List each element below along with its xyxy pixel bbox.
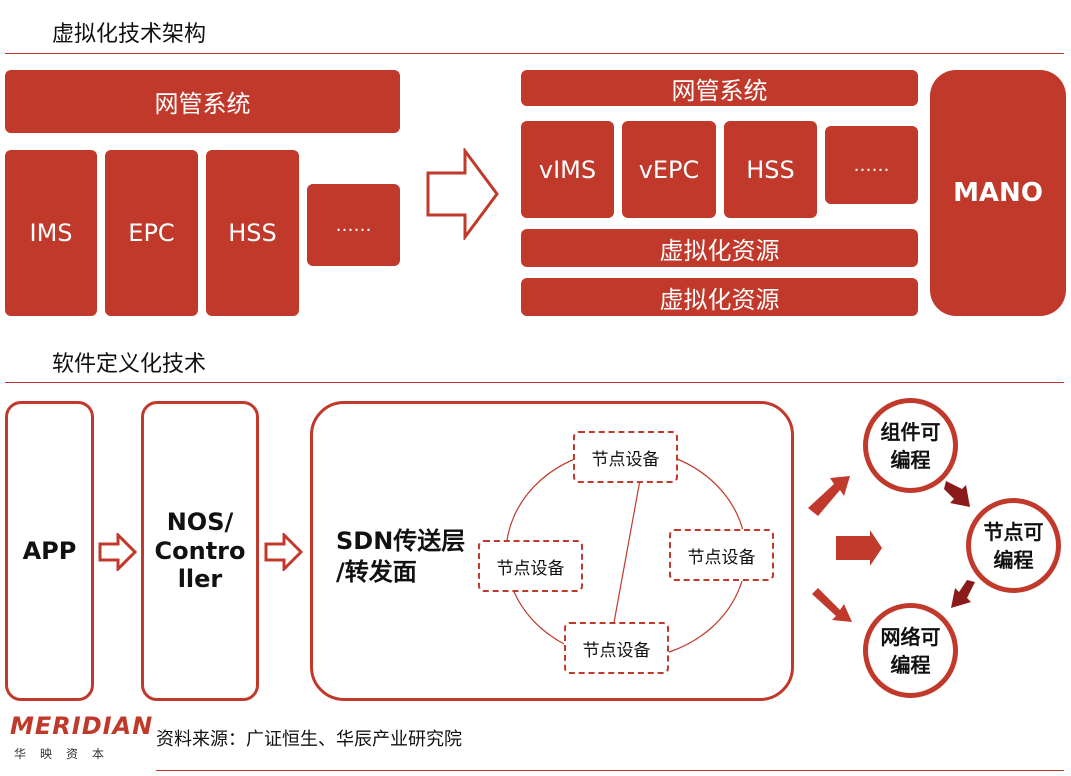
- component-programmable-line1: 组件可: [880, 419, 941, 444]
- arrow-right-icon: [836, 530, 882, 566]
- module-ims: IMS: [5, 150, 97, 316]
- controller-label-line1: NOS/: [166, 507, 234, 536]
- virtualization-resource-2: 虚拟化资源: [521, 278, 918, 316]
- section-divider: [5, 382, 1064, 383]
- controller-block: NOS/ Contro ller: [141, 401, 259, 701]
- module-vepc: vEPC: [622, 121, 716, 218]
- sdn-layer-label-line2: /转发面: [336, 558, 417, 587]
- footer-divider: [156, 770, 1064, 771]
- network-programmable-circle: 网络可 编程: [863, 603, 958, 698]
- module-hss: HSS: [206, 150, 299, 316]
- meridian-logo-subtitle: 华映资本: [14, 747, 119, 761]
- nms-block-right: 网管系统: [521, 70, 918, 106]
- mano-block: MANO: [930, 70, 1066, 316]
- source-note: 资料来源：广证恒生、华辰产业研究院: [156, 729, 462, 750]
- node-programmable-line1: 节点可: [983, 519, 1044, 544]
- node-device-right: 节点设备: [669, 529, 774, 581]
- arrow-right-icon: [264, 533, 304, 571]
- node-device-left: 节点设备: [478, 540, 583, 592]
- sdn-layer-label: SDN传送层 /转发面: [336, 526, 465, 588]
- module-hss-virtual: HSS: [724, 121, 817, 218]
- network-programmable-line1: 网络可: [880, 624, 941, 649]
- section-divider: [5, 53, 1064, 54]
- nms-block-left: 网管系统: [5, 70, 400, 133]
- app-label: APP: [22, 536, 77, 565]
- component-programmable-line2: 编程: [890, 447, 931, 472]
- arrow-down-right-icon: [812, 588, 852, 622]
- module-vims: vIMS: [521, 121, 614, 218]
- app-block: APP: [5, 401, 94, 701]
- network-programmable-line2: 编程: [890, 652, 931, 677]
- module-epc: EPC: [105, 150, 198, 316]
- arrow-down-left-icon: [951, 580, 975, 608]
- node-programmable-circle: 节点可 编程: [966, 498, 1061, 593]
- fan-arrows: [808, 476, 882, 622]
- module-more: ……: [307, 184, 400, 266]
- module-more-virtual: ……: [825, 126, 918, 204]
- section-title-virtualization: 虚拟化技术架构: [52, 22, 207, 47]
- transform-arrow-icon: [426, 148, 499, 240]
- arrow-down-right-icon: [944, 481, 970, 507]
- node-device-top: 节点设备: [573, 431, 678, 483]
- meridian-logo: MERIDIAN: [10, 712, 154, 740]
- controller-label-line3: ller: [177, 565, 223, 594]
- node-programmable-line2: 编程: [993, 547, 1034, 572]
- virtualization-resource-1: 虚拟化资源: [521, 229, 918, 267]
- sdn-layer-label-line1: SDN传送层: [336, 527, 466, 555]
- component-programmable-circle: 组件可 编程: [863, 398, 958, 493]
- node-device-bottom: 节点设备: [564, 622, 669, 674]
- arrow-right-icon: [98, 533, 138, 571]
- controller-label-line2: Contro: [154, 536, 246, 565]
- arrow-up-right-icon: [808, 476, 850, 516]
- section-title-sdn: 软件定义化技术: [52, 352, 207, 377]
